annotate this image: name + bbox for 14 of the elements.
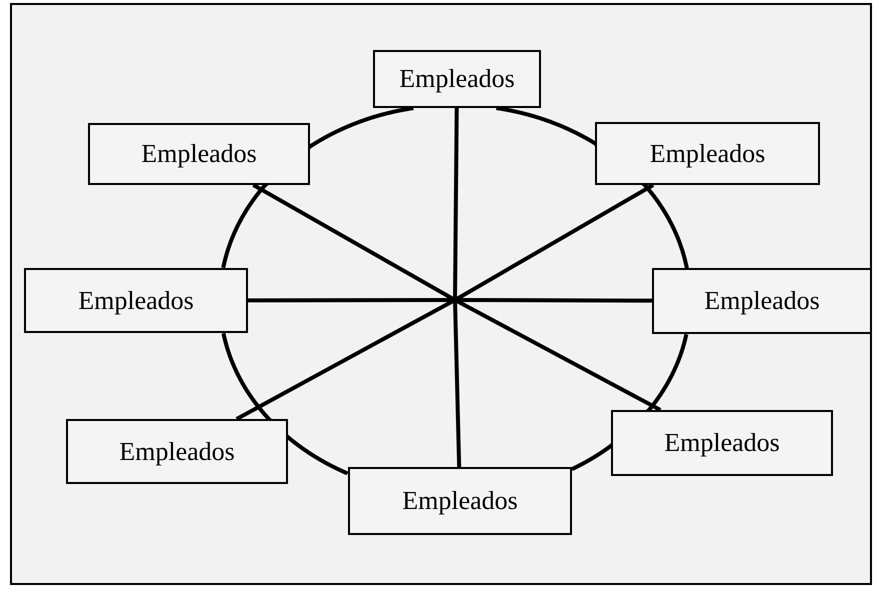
employee-box: Empleados — [88, 123, 310, 185]
spoke-line — [453, 108, 462, 468]
employee-box: Empleados — [24, 268, 248, 333]
circle-arc — [221, 188, 264, 270]
employee-box: Empleados — [373, 50, 541, 108]
employee-box: Empleados — [66, 419, 288, 484]
circle-arc — [221, 332, 260, 409]
employee-box: Empleados — [595, 122, 820, 185]
circle-arc — [650, 332, 688, 408]
circle-arc — [646, 186, 689, 270]
spoke-line — [248, 298, 652, 303]
employee-box: Empleados — [611, 410, 833, 476]
employee-box: Empleados — [652, 268, 872, 334]
employee-box: Empleados — [348, 467, 572, 535]
